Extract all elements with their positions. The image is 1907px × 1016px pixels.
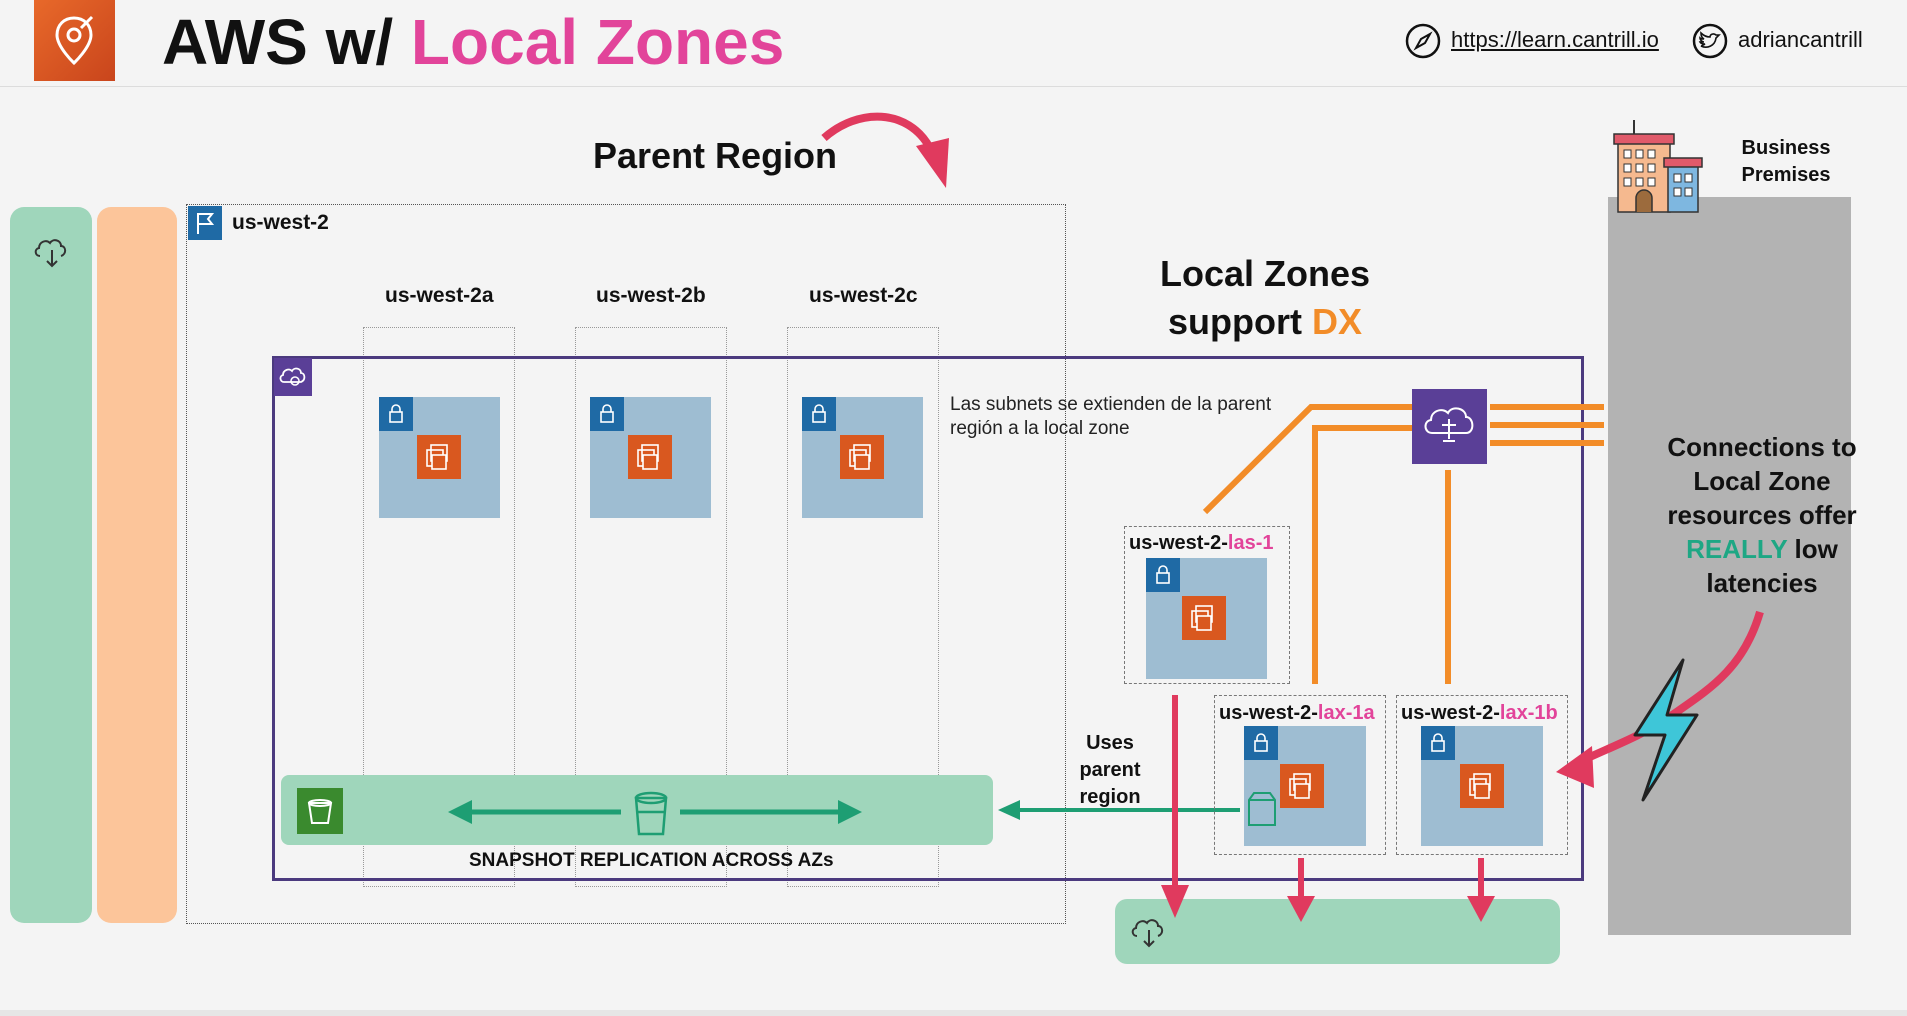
lock-icon bbox=[1421, 726, 1455, 760]
direct-connect-icon bbox=[1412, 389, 1487, 464]
subnet-az-b bbox=[590, 397, 711, 518]
ec2-instance-icon bbox=[1182, 596, 1226, 640]
local-zone-label-lax-1b: us-west-2-lax-1b bbox=[1401, 702, 1558, 724]
snapshot-label: SNAPSHOT REPLICATION ACROSS AZs bbox=[469, 850, 834, 871]
ec2-instance-icon bbox=[1280, 764, 1324, 808]
latency-note: Connections to Local Zone resources offe… bbox=[1667, 432, 1857, 598]
page-title: AWS w/ Local Zones bbox=[162, 6, 785, 78]
flag-icon bbox=[188, 206, 222, 240]
ec2-instance-icon bbox=[417, 435, 461, 479]
green-band bbox=[10, 207, 92, 923]
local-zone-lax-1a bbox=[1214, 695, 1386, 855]
header-bar bbox=[0, 0, 1907, 87]
region-label: us-west-2 bbox=[232, 211, 329, 234]
location-pin-icon bbox=[34, 0, 115, 81]
vpc-boundary bbox=[272, 356, 1584, 881]
az-column-a bbox=[363, 327, 515, 887]
az-label-c: us-west-2c bbox=[809, 284, 918, 307]
local-zone-label-las-1: us-west-2-las-1 bbox=[1129, 532, 1274, 554]
ec2-instance-icon bbox=[840, 435, 884, 479]
region-us-west-2 bbox=[186, 204, 1066, 924]
subnet-note: Las subnets se extienden de la parent re… bbox=[950, 394, 1272, 439]
website-link[interactable]: https://learn.cantrill.io bbox=[1451, 27, 1659, 52]
twitter-handle[interactable]: adriancantrill bbox=[1738, 27, 1863, 52]
vpc-icon bbox=[274, 358, 312, 396]
lock-icon bbox=[802, 397, 836, 431]
lock-icon bbox=[1146, 558, 1180, 592]
ec2-instance-icon bbox=[628, 435, 672, 479]
lightning-icon bbox=[1633, 658, 1699, 802]
local-storage-arrows bbox=[1161, 695, 1495, 922]
cloud-download-icon bbox=[1131, 919, 1164, 948]
cloud-download-icon bbox=[34, 239, 67, 268]
local-zones-title: Local Zones support DX bbox=[1159, 253, 1371, 342]
uses-parent-region-label: Uses parent region bbox=[1079, 732, 1141, 808]
lock-icon bbox=[379, 397, 413, 431]
compass-icon bbox=[1405, 23, 1441, 59]
business-premises-area bbox=[1608, 197, 1851, 935]
subnet-az-a bbox=[379, 397, 500, 518]
local-zone-las-1 bbox=[1124, 526, 1290, 684]
az-column-b bbox=[575, 327, 727, 887]
replication-arrows bbox=[448, 791, 862, 836]
subnet-lax-1b bbox=[1421, 726, 1543, 846]
business-premises-label: Business Premises bbox=[1741, 137, 1831, 186]
lock-icon bbox=[590, 397, 624, 431]
building-icon bbox=[1613, 120, 1703, 213]
uses-parent-arrow bbox=[998, 800, 1240, 820]
subnet-las-1 bbox=[1146, 558, 1267, 679]
bucket-icon bbox=[297, 788, 343, 834]
twitter-icon bbox=[1692, 23, 1728, 59]
az-column-c bbox=[787, 327, 939, 887]
az-label-a: us-west-2a bbox=[385, 284, 494, 307]
local-zone-label-lax-1a: us-west-2-lax-1a bbox=[1219, 702, 1375, 724]
lock-icon bbox=[1244, 726, 1278, 760]
footer-strip bbox=[0, 1010, 1907, 1016]
ec2-instance-icon bbox=[1460, 764, 1504, 808]
volume-icon bbox=[1248, 792, 1276, 826]
subnet-az-c bbox=[802, 397, 923, 518]
az-label-b: us-west-2b bbox=[596, 284, 706, 307]
peach-band bbox=[97, 207, 177, 923]
parent-region-label: Parent Region bbox=[593, 135, 838, 176]
dx-connection-lines bbox=[1202, 404, 1604, 684]
curved-arrow bbox=[821, 112, 949, 188]
